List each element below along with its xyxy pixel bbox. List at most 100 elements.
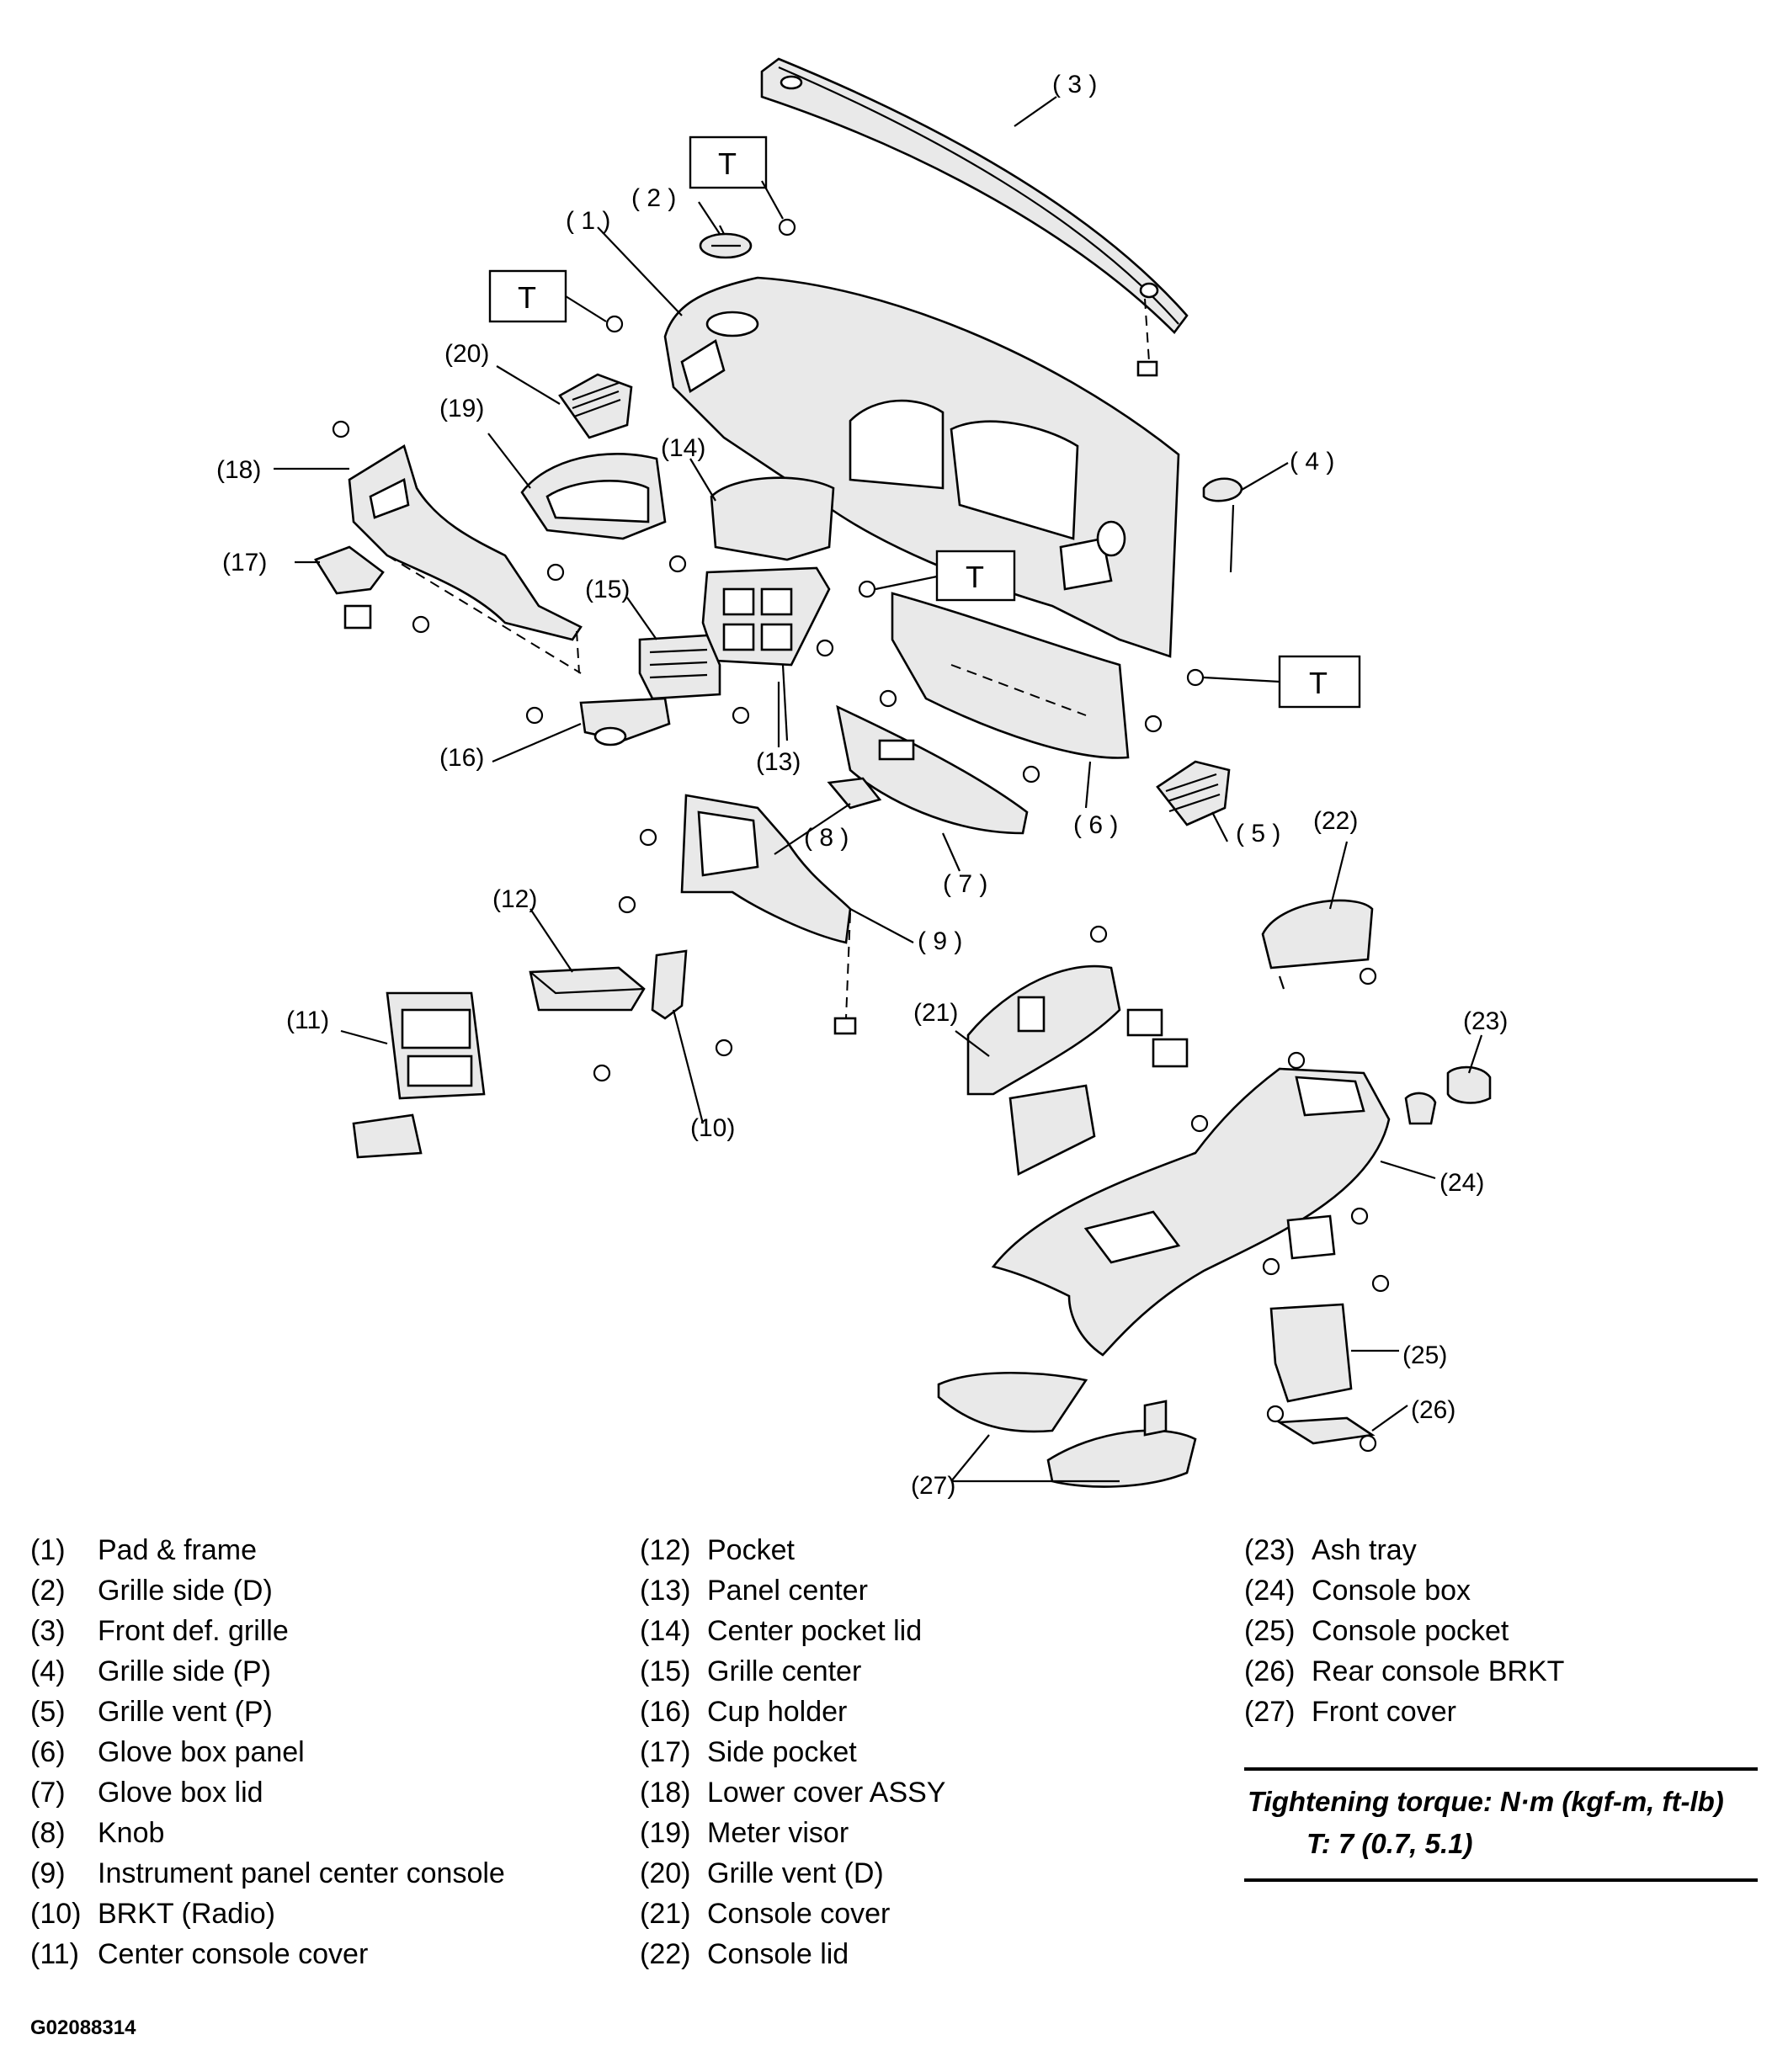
legend-item-number: (25) [1244,1615,1296,1647]
legend-item-number: (27) [1244,1696,1296,1728]
legend-item: (11)Center console cover [30,1934,620,1974]
legend-item: (24) Console box [1244,1570,1783,1611]
part-glove-box-panel [891,592,1130,759]
legend-item-number: (8) [30,1817,66,1849]
legend-item: (23) Ash tray [1244,1530,1783,1570]
legend-item-name: Glove box panel [98,1736,305,1768]
tightening-torque-note: Tightening torque: N·m (kgf-m, ft-lb) T:… [1244,1767,1758,1882]
part-panel-center [701,566,831,741]
part-glove-box-lid [836,704,1029,835]
exploded-view-diagram: T T T T ( 1 ) ( 2 ) ( 3 ) ( 4 ) ( 5 ) ( … [216,57,1508,1500]
callout-10: (10) [690,1114,735,1142]
legend-item-name: Ash tray [1312,1534,1417,1566]
part-rear-console-brkt [1275,1416,1376,1445]
legend-item: (26)Rear console BRKT [1244,1651,1783,1692]
callout-15: (15) [585,576,630,603]
part-console-pocket [1269,1214,1353,1403]
callout-23: (23) [1463,1007,1508,1035]
part-side-pocket [314,545,385,630]
callout-21: (21) [913,999,958,1027]
callout-12: (12) [492,885,537,913]
legend-item: (25) Console pocket [1244,1611,1783,1651]
legend-item: (10)BRKT (Radio) [30,1894,620,1934]
legend-item-number: (26) [1244,1655,1296,1687]
part-grille-side-d [699,225,753,259]
part-grille-center [638,634,721,700]
legend-item-name: Grille side (P) [98,1655,271,1687]
part-grille-side-p [1202,477,1243,573]
legend-item-name: Grille side (D) [98,1575,273,1607]
svg-text:T: T [518,280,536,315]
torque-value: T: 7 (0.7, 5.1) [1306,1828,1473,1859]
legend-item-name: Console box [1312,1575,1471,1607]
callout-2: ( 2 ) [631,184,676,212]
callout-19: (19) [439,395,484,422]
torque-marker-3: T [875,550,1016,602]
svg-text:T: T [718,146,737,181]
legend-item: (13)Panel center [640,1570,1179,1611]
part-console-cover [966,964,1189,1176]
legend-item-name: Center console cover [98,1938,369,1970]
legend-item-name: Front cover [1312,1696,1456,1728]
legend-item-number: (20) [640,1857,691,1889]
legend-item-name: Grille center [707,1655,862,1687]
legend-column-2: (12)Pocket(13)Panel center(14)Center poc… [640,1530,1179,1974]
legend-item-number: (24) [1244,1575,1296,1607]
callout-4: ( 4 ) [1290,448,1334,475]
legend-item: (2)Grille side (D) [30,1570,620,1611]
legend-item-number: (7) [30,1777,66,1809]
legend-column-1: (1)Pad & frame(2)Grille side (D)(3)Front… [30,1530,620,1974]
legend-item-name: Side pocket [707,1736,857,1768]
legend-item: (14)Center pocket lid [640,1611,1179,1651]
legend-item: (21)Console cover [640,1894,1179,1934]
legend-item-number: (23) [1244,1534,1296,1566]
callout-5: ( 5 ) [1236,820,1280,847]
leader-lines [274,96,1483,1483]
part-grille-vent-d [558,373,633,439]
part-console-box [991,1067,1391,1357]
torque-title: Tightening torque: N·m (kgf-m, ft-lb) [1248,1786,1724,1817]
torque-marker-1: T [689,135,784,220]
legend-item: (18) Lower cover ASSY [640,1772,1179,1813]
part-console-lid [1261,899,1374,990]
callout-18: (18) [216,456,261,484]
svg-text:T: T [1309,666,1328,700]
legend-item-number: (21) [640,1898,691,1930]
part-meter-visor [520,453,667,540]
part-front-def-grille [760,57,1189,377]
legend-item-name: Panel center [707,1575,868,1607]
callout-14: (14) [661,434,705,462]
callout-22: (22) [1313,807,1358,835]
legend-item: (9)Instrument panel center console [30,1853,620,1894]
callout-17: (17) [222,549,267,576]
legend-item-name: Console lid [707,1938,849,1970]
legend-item-name: Console pocket [1312,1615,1509,1647]
part-lower-cover-assy [348,444,583,674]
legend-item-name: Grille vent (D) [707,1857,884,1889]
legend-item-name: Pocket [707,1534,795,1566]
part-instrument-panel-center-console [680,794,857,1035]
callout-24: (24) [1439,1169,1484,1197]
callout-26: (26) [1411,1396,1455,1424]
part-ash-tray [1404,1065,1492,1125]
legend-item: (16)Cup holder [640,1692,1179,1732]
legend-item: (4)Grille side (P) [30,1651,620,1692]
legend-item: (3)Front def. grille [30,1611,620,1651]
legend-item-number: (18) [640,1777,691,1809]
legend-item: (22)Console lid [640,1934,1179,1974]
fastener-bolts [332,218,1390,1453]
legend-item-number: (5) [30,1696,66,1728]
callout-6: ( 6 ) [1073,811,1118,839]
svg-text:T: T [966,560,984,594]
legend-item: (20) Grille vent (D) [640,1853,1179,1894]
torque-marker-4: T [1203,655,1361,709]
legend-item-number: (15) [640,1655,691,1687]
legend-item-number: (14) [640,1615,691,1647]
legend-item-name: Pad & frame [98,1534,257,1566]
legend-item: (19)Meter visor [640,1813,1179,1853]
legend-item-number: (16) [640,1696,691,1728]
legend-item: (5)Grille vent (P) [30,1692,620,1732]
callout-9: ( 9 ) [918,927,962,955]
legend-item: (6)Glove box panel [30,1732,620,1772]
legend-item-name: Lower cover ASSY [707,1777,946,1809]
